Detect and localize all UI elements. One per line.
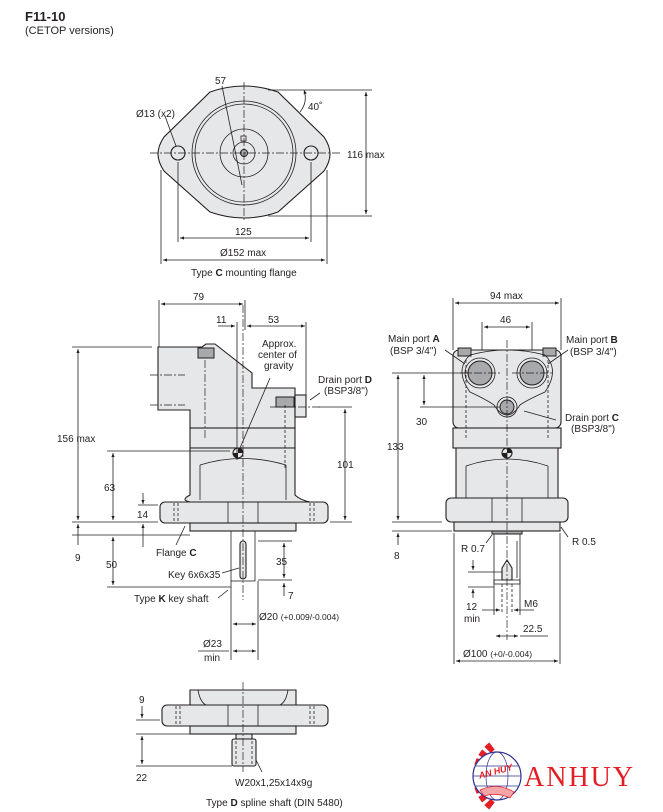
motor-mid	[189, 427, 296, 449]
drain-port-d-boss	[294, 394, 307, 418]
motor-lower	[184, 447, 311, 503]
dim-53: 53	[268, 315, 280, 326]
dim-height: 116 max	[347, 150, 385, 161]
dim-hole: Ø13 (x2)	[136, 109, 175, 120]
flange-c-label: Flange C	[156, 548, 197, 559]
dim-angle: 40˚	[308, 101, 322, 113]
dim-12-min: min	[464, 614, 480, 625]
flange-c	[159, 501, 329, 524]
dim-14: 14	[137, 510, 149, 521]
cog-label-3: gravity	[264, 361, 293, 372]
drain-port-d-size: (BSP3/8")	[324, 386, 368, 397]
main-port-a-label: Main port A	[388, 334, 440, 345]
key-mark	[240, 135, 247, 142]
dim-35: 35	[276, 557, 288, 568]
spline-caption: Type D spline shaft (DIN 5480)	[206, 798, 343, 809]
dim-22-5: 22.5	[523, 624, 543, 635]
front-view: 94 max 46 Main port A (BSP 3/4") Main po…	[387, 291, 619, 664]
main-port-b-size: (BSP 3/4")	[570, 347, 617, 358]
handshake-icon	[479, 786, 515, 799]
dim-12: 12	[466, 602, 478, 613]
page-title: F11-10	[25, 9, 66, 24]
cog-label-2: center of	[258, 350, 297, 361]
knurl-left	[457, 347, 472, 357]
dim-pilot-diameter: Ø100 (+0/-0.004)	[463, 649, 532, 660]
spline-neck	[235, 733, 253, 740]
main-port-b-label: Main port B	[566, 335, 618, 346]
dim-46: 46	[500, 315, 512, 326]
side-view: Approx. center of gravity 79 11 53 Drain…	[57, 292, 372, 664]
dim-79: 79	[193, 292, 205, 303]
logo-text: ANHUY	[524, 762, 635, 793]
spline-spec: W20x1,25x14x9g	[235, 778, 312, 789]
thread-m6: M6	[524, 599, 538, 610]
dim-23: Ø23	[203, 639, 222, 650]
radius-07: R 0.7	[461, 544, 485, 555]
drain-port-d-label: Drain port D	[318, 375, 372, 386]
dim-30: 30	[416, 417, 428, 428]
motor-housing-top	[157, 343, 296, 429]
spline-view: 9 22 W20x1,25x14x9g Type D spline shaft …	[136, 682, 343, 809]
cog-label-1: Approx.	[262, 339, 296, 350]
dim-23-min: min	[204, 653, 220, 664]
drain-port-c-label: Drain port C	[565, 413, 619, 424]
knurl-top	[197, 347, 215, 359]
spline-dim-22: 22	[136, 773, 148, 784]
dim-7: 7	[288, 591, 294, 602]
page-subtitle: (CETOP versions)	[25, 25, 114, 37]
dim-63: 63	[104, 483, 116, 494]
key-shaft-caption: Type K key shaft	[134, 594, 209, 605]
knurl-right	[542, 347, 557, 357]
flange-caption: Type C mounting flange	[191, 268, 297, 279]
dim-8: 8	[394, 551, 400, 562]
dim-diameter: Ø152 max	[220, 248, 266, 259]
spline-shaft	[231, 738, 257, 767]
dim-bolt-spacing: 125	[235, 227, 252, 238]
drain-port-c-size: (BSP3/8")	[571, 424, 615, 435]
spline-flange	[161, 704, 329, 727]
dim-57: 57	[215, 76, 227, 87]
dim-50: 50	[106, 560, 118, 571]
key-label: Key 6x6x35	[168, 570, 221, 581]
spline-dim-9: 9	[139, 695, 145, 706]
anhuy-logo: AN HUY ANHUY	[472, 742, 635, 810]
dim-156: 156 max	[57, 434, 95, 445]
dim-133: 133	[387, 442, 404, 453]
main-port-a-size: (BSP 3/4")	[390, 346, 437, 357]
dim-94: 94 max	[490, 291, 523, 302]
dim-shaft-diameter: Ø20 (+0.009/-0.004)	[259, 612, 339, 623]
dim-9: 9	[75, 553, 81, 564]
radius-05: R 0.5	[572, 537, 596, 548]
dim-101: 101	[337, 460, 354, 471]
flange-view: 57 Ø13 (x2) 40˚ 116 max 125 Ø152 max Typ…	[136, 76, 385, 279]
dim-11: 11	[216, 315, 227, 326]
